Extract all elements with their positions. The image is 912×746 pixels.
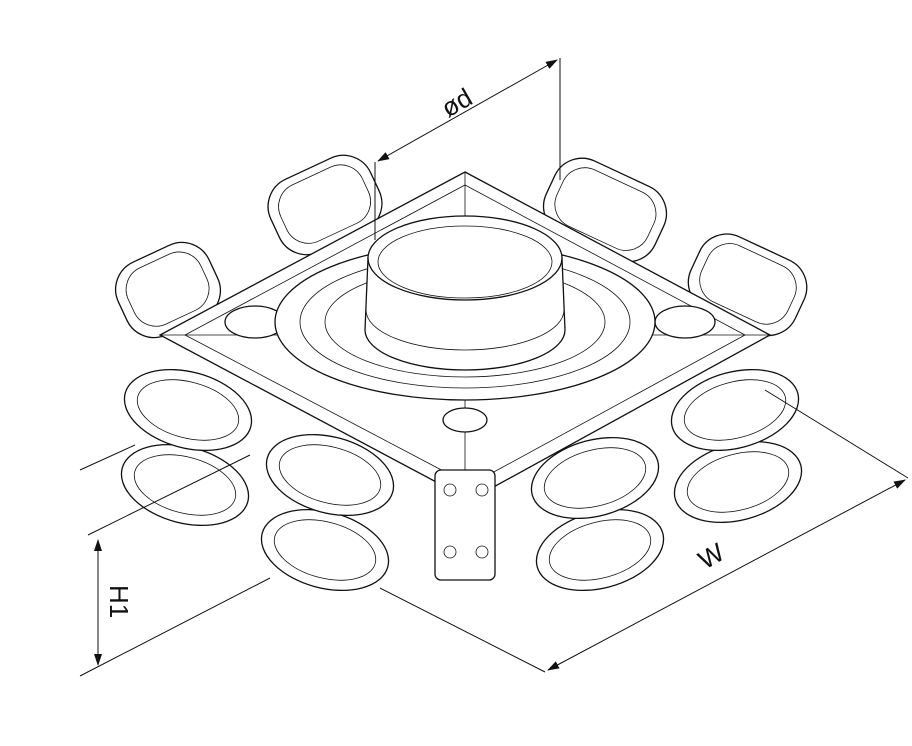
outlet-left-lower-b: [260, 508, 390, 592]
diameter-label: ød: [436, 82, 477, 123]
dimension-height: H1: [79, 444, 271, 677]
center-bolts: [434, 469, 496, 581]
round-collar: [364, 215, 566, 371]
outlet-right-upper-a: [670, 368, 800, 452]
outlet-left-upper-b: [265, 433, 395, 517]
outlet-back-left: [114, 241, 222, 339]
width-label: W: [693, 537, 730, 575]
outlet-left-upper-a: [123, 368, 253, 452]
height-label: H1: [104, 585, 134, 618]
